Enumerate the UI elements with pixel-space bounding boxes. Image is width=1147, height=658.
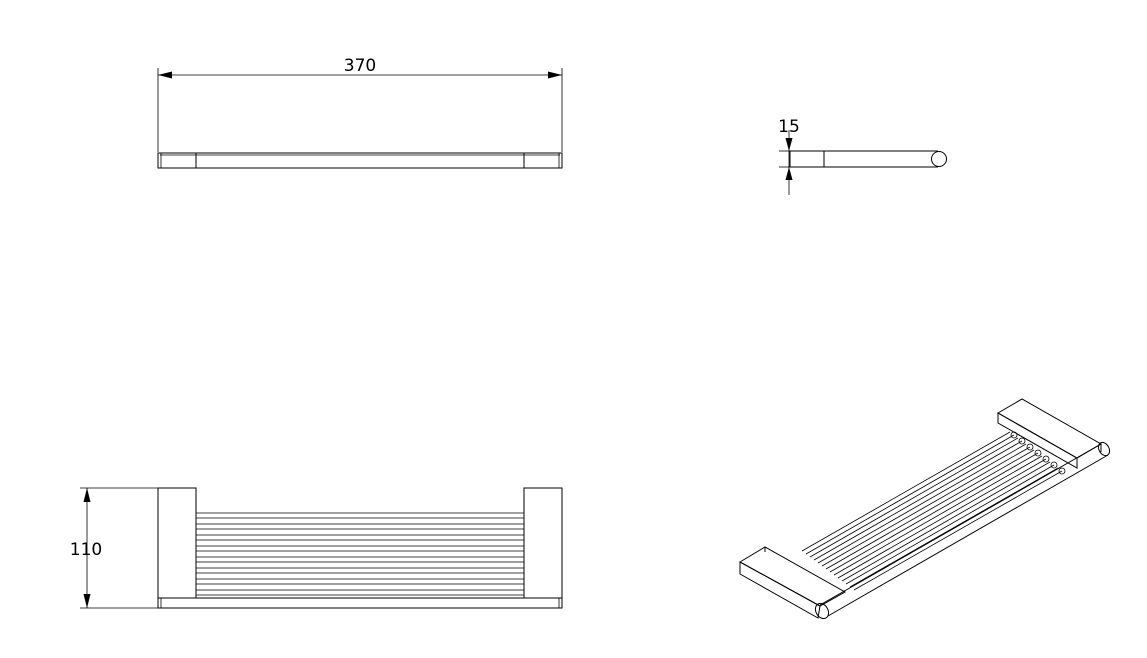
depth-dimension-label: 110 bbox=[70, 540, 102, 560]
rods bbox=[196, 512, 524, 596]
thickness-dimension-label: 15 bbox=[778, 117, 800, 137]
side-view: 15 bbox=[778, 117, 947, 195]
top-view: 110 bbox=[70, 487, 563, 609]
iso-rods bbox=[801, 431, 1066, 591]
length-dimension-label: 370 bbox=[344, 56, 376, 76]
front-view: 370 bbox=[157, 56, 563, 169]
isometric-view bbox=[738, 398, 1111, 620]
